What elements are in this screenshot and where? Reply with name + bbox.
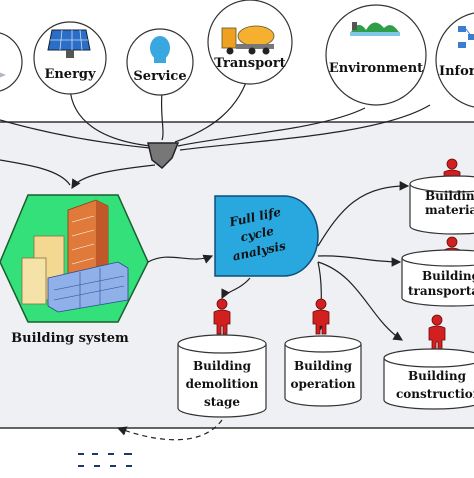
input-connectors	[0, 69, 431, 151]
landscape-icon	[350, 22, 400, 36]
svg-text:transporta: transporta	[408, 284, 474, 298]
top-circle-1	[0, 32, 23, 92]
building-operation-node: Building operation	[284, 335, 362, 407]
top-circle-energy: Energy	[33, 21, 107, 95]
city-buildings-icon	[21, 199, 129, 313]
top-circle-label: Energy	[44, 67, 96, 82]
building-materials-node: Building material	[409, 175, 474, 235]
svg-text:operation: operation	[291, 377, 356, 391]
network-icon	[458, 26, 474, 48]
bottom-dashes	[78, 453, 132, 467]
top-circle-label: Service	[133, 69, 186, 84]
top-circle-label: Transport	[214, 56, 285, 71]
building-transport-node: Building transporta	[401, 249, 474, 307]
funnel-icon	[147, 142, 180, 170]
top-circle-label: Infor	[439, 64, 474, 79]
full-life-cycle-analysis-node: Full life cycle analysis	[214, 195, 319, 277]
svg-text:Building: Building	[422, 269, 474, 283]
building-construction-node: Building construction	[383, 348, 474, 410]
svg-text:Building: Building	[425, 189, 474, 203]
solar-panel-icon	[47, 29, 91, 58]
svg-text:Building: Building	[408, 369, 467, 383]
recycling-dashed-arrow	[116, 419, 223, 441]
building-demolition-node: Building demolition stage	[177, 334, 267, 418]
building-system-label: Building system	[11, 331, 129, 346]
svg-text:demolition: demolition	[186, 377, 259, 391]
analysis-line-2: cycle	[239, 224, 275, 245]
person-head-icon	[150, 36, 170, 63]
top-circle-transport: Transport	[207, 0, 293, 85]
cement-truck-icon	[221, 25, 275, 55]
arrow-icon	[0, 72, 6, 78]
building-system-node	[0, 194, 149, 323]
svg-text:Building: Building	[294, 359, 353, 373]
top-circle-label: Environment	[329, 61, 423, 76]
svg-text:stage: stage	[204, 395, 240, 409]
top-circle-environment: Environment	[325, 4, 427, 106]
svg-text:Building: Building	[193, 359, 252, 373]
svg-text:material: material	[425, 203, 474, 217]
top-circle-information: Infor	[435, 12, 474, 108]
svg-text:construction: construction	[396, 387, 474, 401]
top-circle-service: Service	[126, 28, 194, 96]
